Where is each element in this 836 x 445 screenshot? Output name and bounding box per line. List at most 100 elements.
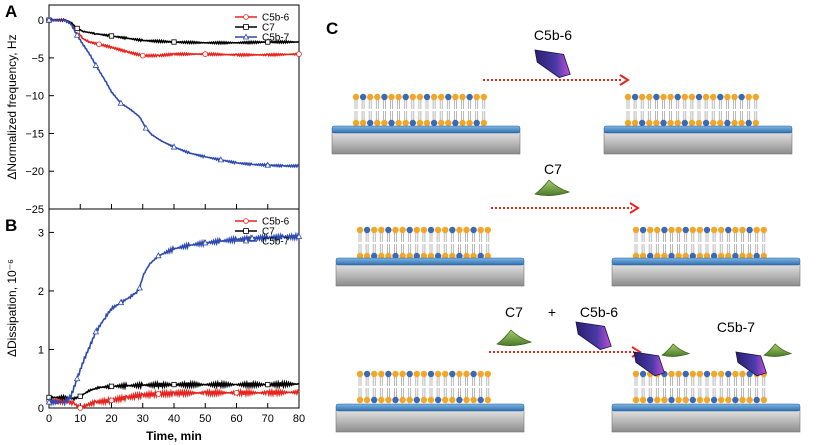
lipid-headgroup [695,119,703,127]
lipid-headgroup [682,370,689,378]
lipid-headgroup [452,119,459,127]
lipid-headgroup [352,119,360,127]
c5b6-protein [534,49,571,78]
c7-protein [661,343,691,357]
lipid-headgroup [484,226,491,234]
lipid-headgroup [413,370,420,378]
data-point [73,31,81,38]
x-tick-label: 10 [74,413,86,425]
lipid-headgroup [416,119,424,127]
lipid-headgroup [470,252,477,260]
lipid-headgroup [470,370,477,378]
lipid-headgroup [681,93,688,101]
lipid-headgroup [668,252,675,260]
data-point [265,39,271,45]
lipid-headgroup [739,252,746,260]
lipid-headgroup [654,396,661,404]
lipid-headgroup [484,370,491,378]
data-point [73,375,81,382]
lipid-headgroup [363,396,371,404]
lipid-headgroup [731,93,738,101]
lipid-headgroup [667,119,674,127]
y-tick-label: 1 [38,344,44,356]
x-tick-label: 50 [199,413,211,425]
lipid-headgroup [675,226,682,234]
c7-protein [534,179,571,196]
data-point [74,25,80,32]
lipid-headgroup [631,119,639,127]
lipid-headgroup [477,370,484,378]
lipid-headgroup [466,119,473,127]
lipid-headgroup [406,226,413,234]
lipid-headgroup [647,226,654,234]
lipid-headgroup [739,370,746,378]
quartz-sensor-block [603,131,793,155]
lipid-headgroup [442,252,449,260]
lipid-headgroup [696,252,704,260]
lipid-headgroup [738,93,745,101]
lipid-headgroup [456,370,463,378]
data-point [92,61,100,68]
lipid-headgroup [470,226,477,234]
lipid-headgroup [420,252,428,260]
lipid-headgroup [473,93,480,101]
lipid-headgroup [449,226,456,234]
lipid-headgroup [724,119,731,127]
lipid-headgroup [696,226,704,234]
lipid-headgroup [392,252,399,260]
data-point [171,39,177,45]
lipid-headgroup [752,119,759,127]
lipid-headgroup [463,226,470,234]
sensor-surface [611,403,801,412]
lipid-headgroup [632,226,640,234]
x-tick-label: 30 [137,413,149,425]
lipid-headgroup [378,396,385,404]
label-plus: + [548,304,556,320]
legend-entry: C5b-7 [262,237,290,248]
label-c7-row2: C7 [544,161,562,177]
data-point [96,41,102,48]
lipid-headgroup [363,226,371,234]
lipid-headgroup [654,226,661,234]
sensor-surface [335,257,525,266]
lipid-headgroup [388,119,395,127]
lipid-headgroup [689,370,696,378]
lipid-headgroup [752,93,759,101]
lipid-headgroup [406,252,413,260]
lipid-headgroup [725,396,732,404]
legend-marker [243,14,249,20]
lipid-headgroup [745,93,752,101]
series-line-c5b-6 [48,387,300,410]
lipid-headgroup [399,226,406,234]
data-point [264,161,272,168]
lipid-headgroup [385,370,392,378]
lipid-headgroup [427,226,435,234]
lipid-headgroup [413,252,420,260]
arrow-head [619,74,630,86]
y-tick-label: −5 [31,53,44,65]
lipid-headgroup [753,396,760,404]
lipid-headgroup [420,396,428,404]
lipid-headgroup [477,396,484,404]
data-point [217,156,225,163]
lipid-headgroup [463,252,470,260]
lipid-headgroup [682,396,689,404]
lipid-headgroup [367,119,374,127]
legend-entry: C5b-7 [262,33,290,44]
data-point [45,398,53,405]
series-marks-b [45,231,303,411]
lipid-headgroup [409,93,416,101]
lipid-headgroup [449,396,456,404]
lipid-headgroup [413,396,420,404]
lipid-headgroup [718,396,725,404]
data-point [117,299,125,306]
lipid-headgroup [420,226,428,234]
lipid-headgroup [660,93,667,101]
lipid-headgroup [434,226,442,234]
legend-entry: C7 [262,227,275,238]
lipid-headgroup [746,370,753,378]
sensor-surface [335,403,525,412]
lipid-headgroup [624,119,632,127]
lipid-headgroup [732,396,739,404]
